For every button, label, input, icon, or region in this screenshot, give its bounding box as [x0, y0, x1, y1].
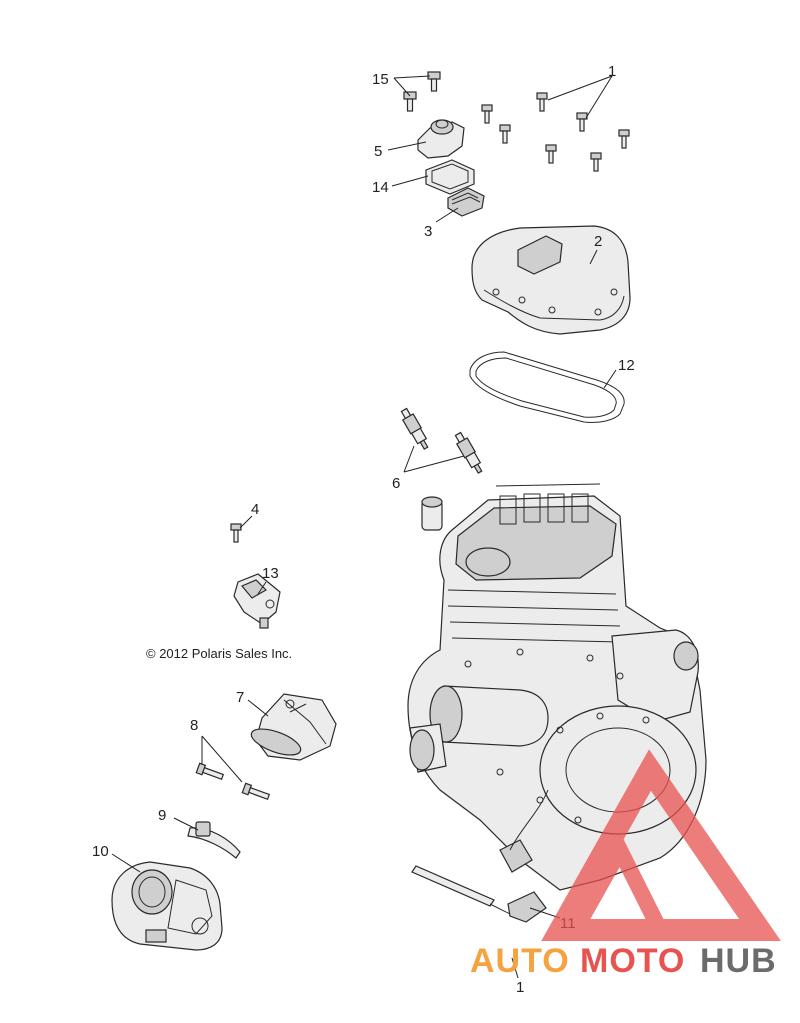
bolts-8 — [195, 762, 271, 801]
bolt — [576, 112, 588, 132]
sensor-11 — [411, 865, 547, 923]
callout-3: 3 — [424, 223, 432, 240]
callout-14: 14 — [372, 179, 389, 196]
callout-10: 10 — [92, 843, 109, 860]
bolt — [590, 152, 602, 172]
watermark-logo: AUTO MOTO HUB — [470, 749, 781, 980]
sensor-13 — [233, 573, 281, 629]
intake-boot-7 — [250, 693, 337, 761]
callout-15: 15 — [372, 71, 389, 88]
leader-lines — [111, 75, 617, 979]
cover-gasket-12 — [469, 351, 625, 423]
callout-7: 7 — [236, 689, 244, 706]
bolt — [618, 129, 630, 149]
watermark-auto: AUTO — [470, 942, 570, 980]
valve-cover-2 — [471, 225, 631, 335]
spark-plugs-6 — [400, 407, 483, 474]
callout-9: 9 — [158, 807, 166, 824]
sensor-housing-5 — [417, 119, 465, 159]
bolt — [499, 124, 511, 144]
bolt — [481, 104, 493, 124]
callout-13: 13 — [262, 565, 279, 582]
callout-5: 5 — [374, 143, 382, 160]
callout-2: 2 — [594, 233, 602, 250]
gasket-14 — [425, 159, 475, 195]
callout-6: 6 — [392, 475, 400, 492]
screw-4 — [230, 523, 242, 543]
bolt — [545, 144, 557, 164]
throttle-body-10 — [111, 861, 223, 951]
bolt — [536, 92, 548, 112]
engine-block — [407, 483, 707, 891]
watermark-moto: MOTO — [580, 942, 685, 980]
callout-1-top: 1 — [608, 63, 616, 80]
clamp-9 — [187, 821, 241, 859]
bolts-15 — [403, 71, 441, 112]
copyright-text: © 2012 Polaris Sales Inc. — [146, 646, 292, 661]
callout-1-bottom: 1 — [516, 979, 524, 996]
watermark-triangle-icon — [541, 749, 781, 941]
callout-8: 8 — [190, 717, 198, 734]
callout-12: 12 — [618, 357, 635, 374]
bolts-group — [481, 92, 630, 172]
callout-4: 4 — [251, 501, 259, 518]
watermark-hub: HUB — [700, 942, 777, 980]
